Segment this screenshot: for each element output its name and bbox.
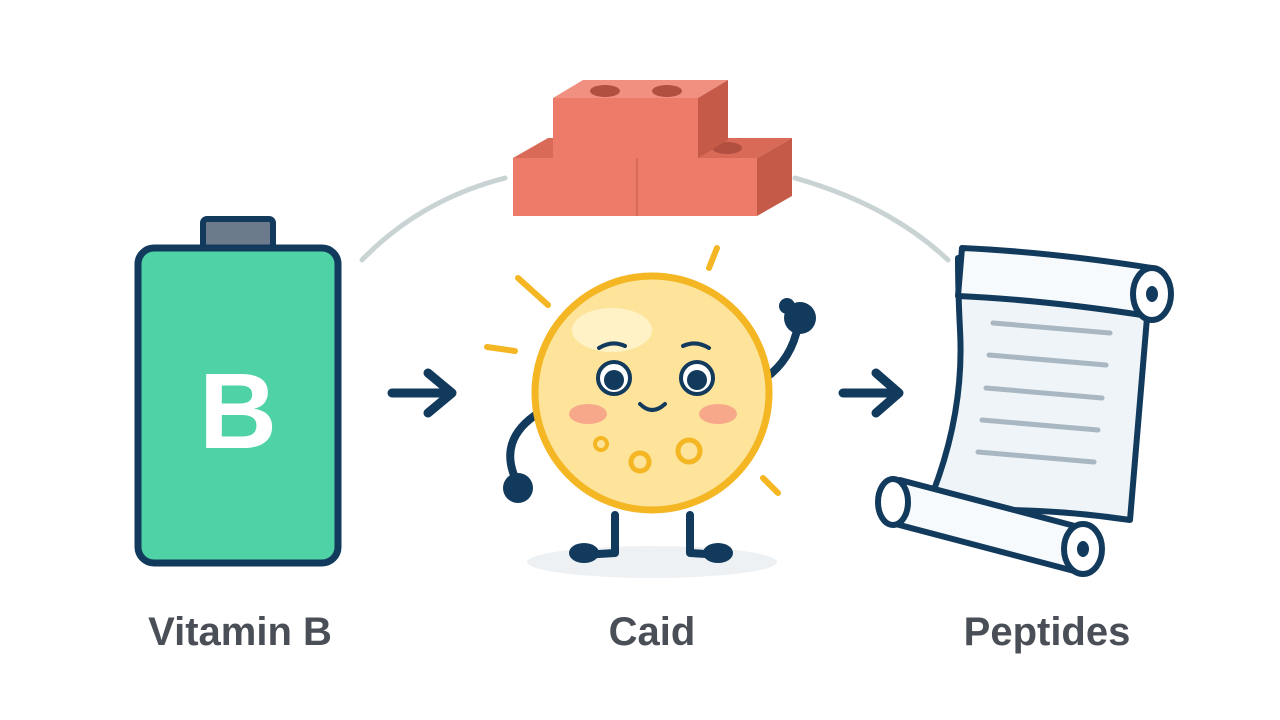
connecting-arc (359, 175, 951, 263)
arrow-right-icon (838, 368, 904, 418)
smiling-cell-mascot (484, 245, 816, 578)
label-peptides: Peptides (963, 610, 1131, 654)
label-vitamin-b: Vitamin B (148, 610, 332, 654)
lego-brick-icon (513, 80, 792, 216)
scroll-text-lines (975, 320, 1113, 465)
label-caid: Caid (608, 610, 696, 654)
arrow-right-icon (387, 368, 457, 418)
paper-scroll-icon (875, 245, 1174, 577)
sun-rays (484, 245, 781, 496)
battery-icon: B (134, 216, 342, 567)
battery-letter: B (199, 350, 277, 471)
